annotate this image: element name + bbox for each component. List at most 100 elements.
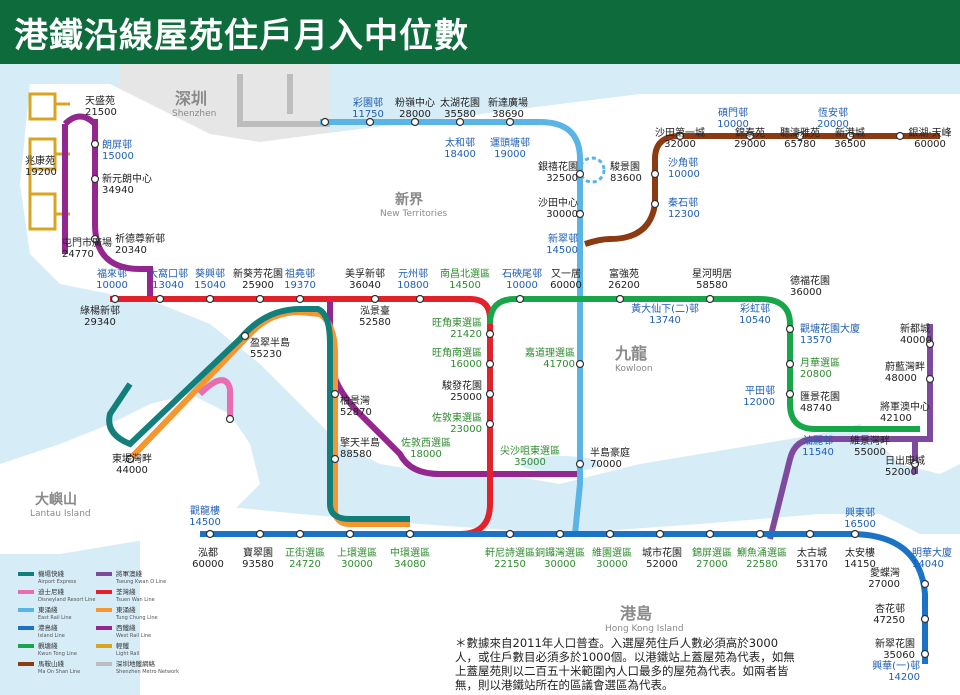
station-name: 興東邨 [845,506,875,519]
station-name: 上環選區 [337,546,377,559]
station-value: 14500 [546,245,578,256]
station-name: 盈翠半島 [250,336,290,349]
station-name: 朗屏邨 [102,139,132,151]
station-name: 平田邨 [745,385,775,397]
station-value: 10000 [668,169,700,180]
station-value: 60000 [914,139,946,150]
disneyland-line [197,377,233,419]
station-value: 30000 [596,559,628,570]
legend-label-zh: 馬鞍山綫 [38,659,65,668]
station-value: 18400 [444,149,476,160]
legend-label-en: West Rail Line [116,633,151,639]
station-name: 運頭塘邨 [490,136,530,149]
station-name: 銅鑼灣選區 [535,546,585,559]
station-name: 新翠花園 [875,637,915,650]
station-value: 16500 [844,519,876,530]
station-value: 65780 [784,139,816,150]
station-value: 27000 [868,579,900,590]
station-value: 30000 [546,209,578,220]
station-name: 兆康苑 [25,154,55,167]
station-name: 觀塘花園大廈 [800,322,860,335]
station-value: 47250 [873,615,905,626]
mtr-map: 深圳 Shenzhen 新界 New Territories 九龍 Kowloo… [0,64,960,695]
station-name: 又一居 [551,268,581,280]
station-name: 祖堯邨 [285,267,315,280]
station-name: 太和邨 [445,136,475,149]
legend-label-zh: 將軍澳綫 [116,569,143,578]
station-value: 13570 [800,335,832,346]
station-name: 駿發花園 [442,379,482,392]
area-labels: 深圳 Shenzhen 新界 New Territories 九龍 Kowloo… [30,89,684,634]
station-value: 22150 [494,559,526,570]
station-value: 14500 [189,517,221,528]
station-name: 銀禧花園 [538,160,578,173]
legend-label-en: Kwun Tong Line [38,651,77,657]
station-value: 18000 [410,449,442,460]
station-name: 蔚藍灣畔 [885,360,925,373]
station-name: 尖沙咀東選區 [500,444,560,457]
station-value: 83600 [610,173,642,184]
station-name: 佐敦西選區 [401,436,451,449]
station-name: 城市花園 [642,546,682,559]
station-name: 綠楊新邨 [80,304,120,317]
legend-label-zh: 荃灣綫 [116,587,136,596]
station-value: 52870 [340,407,372,418]
station-name: 維園選區 [592,546,632,559]
station-value: 11540 [802,447,834,458]
station-value: 19000 [494,149,526,160]
area-lantau: 大嶼山 [35,491,77,508]
station-name: 彩虹邨 [740,303,770,315]
legend-label-en: Island Line [38,633,65,639]
station-name: 天盛苑 [85,94,115,107]
area-shenzhen-en: Shenzhen [172,109,216,119]
legend-label-en: Ma On Shan Line [38,669,80,675]
area-kowloon: 九龍 [614,344,647,363]
station-name: 嘉道理選區 [525,346,575,359]
station-value: 24720 [289,559,321,570]
station-value: 29000 [734,139,766,150]
station-value: 28000 [399,109,431,120]
station-value: 40000 [900,335,932,346]
station-name: 軒尼詩選區 [485,546,535,559]
area-kowloon-en: Kowloon [615,364,653,374]
legend-label-zh: 深圳地鐵網絡 [116,659,156,668]
legend-label-zh: 機場快綫 [38,569,65,578]
station-value: 16000 [450,359,482,370]
station-name: 黃大仙下(二)邨 [631,302,699,315]
station-name: 旺角東選區 [432,316,482,329]
station-name: 錦泰苑 [735,126,765,139]
